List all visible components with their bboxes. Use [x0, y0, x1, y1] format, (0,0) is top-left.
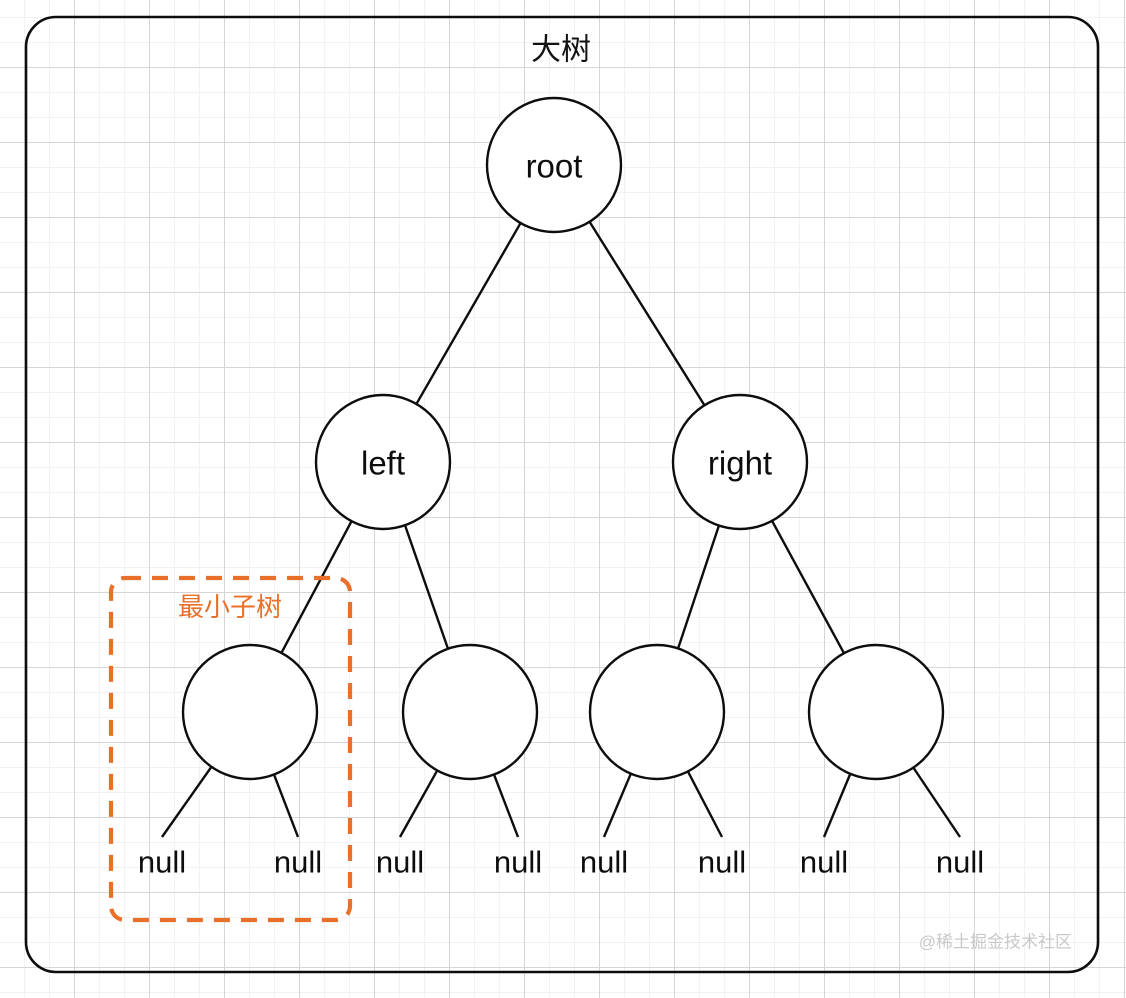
- null-edge-5: [686, 770, 724, 838]
- tree-edge-left-ll: [280, 520, 353, 654]
- null-labels: null null null null null null null null: [138, 845, 984, 880]
- tree-edge-left-lr: [403, 524, 450, 650]
- null-label-2: null: [376, 845, 424, 880]
- null-label-6: null: [800, 845, 848, 880]
- null-label-3: null: [494, 845, 542, 880]
- tree-edge-root-left: [415, 222, 522, 405]
- highlight-subtree-label: 最小子树: [178, 592, 282, 622]
- tree-nodes: root left right: [181, 96, 945, 781]
- tree-edge-root-right: [588, 221, 706, 406]
- tree-edges: [280, 221, 846, 654]
- null-label-4: null: [580, 845, 628, 880]
- null-edge-3: [492, 774, 520, 838]
- outer-frame-rect: [24, 15, 1100, 974]
- null-edge-6: [822, 773, 852, 838]
- tree-node-root[interactable]: [485, 96, 623, 234]
- null-label-7: null: [936, 845, 984, 880]
- tree-edge-right-rr: [770, 520, 846, 654]
- null-edge-2: [398, 769, 439, 838]
- tree-node-ll[interactable]: [181, 643, 319, 781]
- null-label-5: null: [698, 845, 746, 880]
- tree-node-label-left: left: [361, 445, 405, 482]
- highlight-subtree-box: 最小子树: [108, 575, 353, 923]
- null-edge-0: [161, 766, 213, 838]
- diagram-title: 大树: [531, 34, 591, 67]
- tree-node-rl[interactable]: [588, 643, 726, 781]
- outer-frame: [24, 15, 1100, 974]
- tree-edge-right-rl: [676, 525, 721, 649]
- tree-node-right[interactable]: [671, 393, 809, 531]
- tree-node-lr[interactable]: [401, 643, 539, 781]
- tree-node-rr[interactable]: [807, 643, 945, 781]
- highlight-subtree-rect[interactable]: [108, 575, 353, 923]
- tree-node-label-right: right: [708, 445, 772, 482]
- null-edge-4: [602, 773, 632, 838]
- null-label-0: null: [138, 845, 186, 880]
- tree-node-left[interactable]: [314, 393, 452, 531]
- watermark: @稀土掘金技术社区: [919, 933, 1072, 952]
- null-edge-1: [272, 774, 300, 838]
- tree-node-label-root: root: [526, 148, 583, 185]
- null-label-1: null: [274, 845, 322, 880]
- null-edges: [161, 766, 961, 838]
- null-edge-7: [912, 766, 961, 838]
